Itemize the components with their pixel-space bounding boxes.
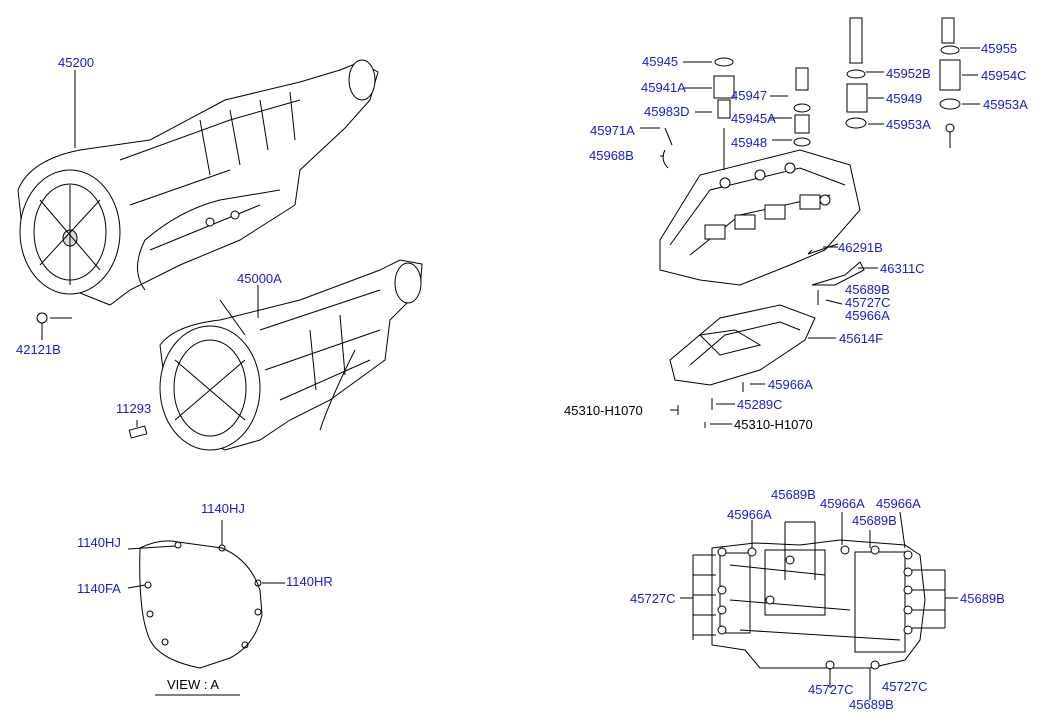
label-45968B: 45968B (589, 148, 634, 163)
label-b45689B-top: 45689B (771, 487, 816, 502)
label-45310-right: 45310-H1070 (734, 417, 813, 432)
transmission-45200 (17, 59, 379, 306)
gasket-view-a (127, 520, 285, 696)
label-45966A-top: 45966A (845, 308, 890, 323)
label-45953A-right: 45953A (983, 97, 1028, 112)
oil-filter-45614F (669, 304, 816, 386)
label-1140HR: 1140HR (286, 574, 333, 589)
label-45289C: 45289C (737, 397, 783, 412)
label-45727C-top: 45727C (845, 295, 891, 310)
label-45954C: 45954C (981, 68, 1027, 83)
label-b45966A-left: 45966A (727, 507, 772, 522)
label-45689B-top: 45689B (845, 282, 890, 297)
label-1140HJ-top: 1140HJ (201, 501, 245, 516)
transmission-45000A (159, 259, 423, 451)
label-b45689B-right: 45689B (960, 591, 1005, 606)
label-1140FA: 1140FA (77, 581, 121, 596)
label-45948: 45948 (731, 135, 768, 150)
label-45310-left: 45310-H1070 (564, 403, 643, 418)
label-46311C: 46311C (880, 261, 925, 276)
label-b45689B-midright: 45689B (852, 513, 897, 528)
label-45955: 45955 (981, 41, 1018, 56)
label-45200: 45200 (58, 55, 95, 70)
label-45941A: 45941A (641, 80, 686, 95)
label-b45689B-bottom: 45689B (849, 697, 894, 712)
label-45945: 45945 (642, 54, 679, 69)
label-45945A: 45945A (731, 111, 776, 126)
label-45971A: 45971A (590, 123, 635, 138)
plate-46311C (811, 261, 865, 286)
label-42121B: 42121B (16, 342, 61, 357)
label-b45966A-right: 45966A (876, 496, 921, 511)
label-45983D: 45983D (644, 104, 690, 119)
valve-body-detail (680, 511, 958, 700)
label-45000A: 45000A (237, 271, 282, 286)
label-46291B: 46291B (838, 240, 883, 255)
label-b45966A-mid: 45966A (820, 496, 865, 511)
valve-body-assembly (659, 17, 961, 286)
label-45947: 45947 (731, 88, 768, 103)
label-45614F: 45614F (839, 331, 884, 346)
bolt-11293 (128, 420, 148, 439)
label-11293: 11293 (116, 401, 152, 416)
label-45952B: 45952B (886, 66, 931, 81)
label-b45727C-bottom1: 45727C (808, 682, 854, 697)
label-b45727C-left: 45727C (630, 591, 676, 606)
label-45949: 45949 (886, 91, 923, 106)
label-1140HJ-left: 1140HJ (77, 535, 121, 550)
label-b45727C-bottom2: 45727C (882, 679, 928, 694)
label-45966A-mid: 45966A (768, 377, 813, 392)
leader-lines (50, 47, 980, 425)
view-a-label: VIEW : A (167, 677, 220, 692)
label-45953A: 45953A (886, 117, 931, 132)
bolt-42121B (36, 312, 48, 324)
